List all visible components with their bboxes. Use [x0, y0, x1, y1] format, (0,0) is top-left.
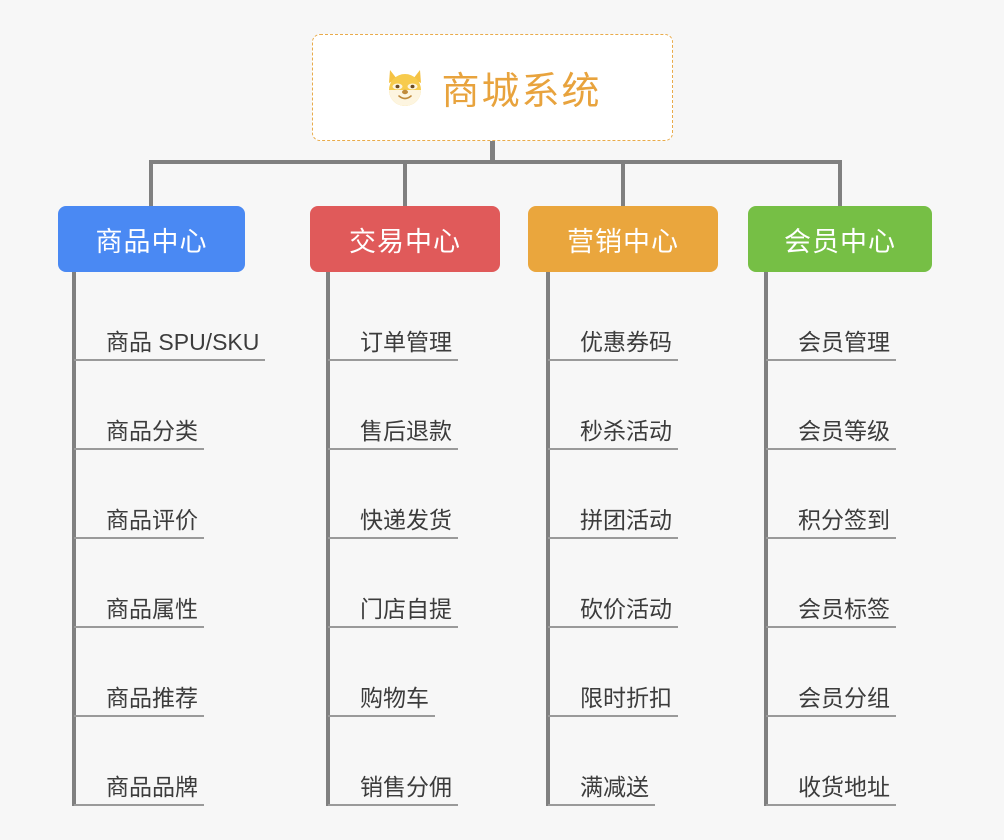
leaf-item[interactable]: 优惠券码: [546, 272, 678, 361]
root-node[interactable]: 商城系统: [312, 34, 673, 141]
category-box-3[interactable]: 会员中心: [748, 206, 932, 272]
leaf-label: 会员管理: [798, 328, 890, 355]
leaf-label: 销售分佣: [360, 773, 452, 800]
leaf-trunk-line: [546, 272, 550, 806]
leaf-underline: [766, 537, 896, 539]
leaf-item[interactable]: 会员分组: [764, 628, 896, 717]
leaf-trunk-line: [326, 272, 330, 806]
leaf-underline: [328, 626, 458, 628]
leaf-item[interactable]: 售后退款: [326, 361, 458, 450]
leaf-label: 砍价活动: [580, 595, 672, 622]
leaf-label: 会员分组: [798, 684, 890, 711]
leaf-label: 售后退款: [360, 417, 452, 444]
category-box-2[interactable]: 营销中心: [528, 206, 718, 272]
leaf-item[interactable]: 快递发货: [326, 450, 458, 539]
leaf-label: 收货地址: [798, 773, 890, 800]
leaf-label: 商品品牌: [106, 773, 198, 800]
category-box-0[interactable]: 商品中心: [58, 206, 245, 272]
leaf-column-2: 优惠券码秒杀活动拼团活动砍价活动限时折扣满减送: [546, 272, 678, 806]
leaf-item[interactable]: 会员管理: [764, 272, 896, 361]
connector-horizontal-bus: [149, 160, 841, 164]
leaf-underline: [548, 715, 678, 717]
leaf-item[interactable]: 订单管理: [326, 272, 458, 361]
leaf-item[interactable]: 购物车: [326, 628, 452, 717]
leaf-underline: [74, 448, 204, 450]
leaf-underline: [328, 359, 458, 361]
leaf-label: 快递发货: [360, 506, 452, 533]
leaf-underline: [74, 359, 265, 361]
leaf-item[interactable]: 限时折扣: [546, 628, 678, 717]
leaf-column-0: 商品 SPU/SKU 商品分类商品评价商品属性商品推荐商品品牌: [72, 272, 265, 806]
leaf-item[interactable]: 商品评价: [72, 450, 259, 539]
leaf-label: 秒杀活动: [580, 417, 672, 444]
leaf-item[interactable]: 商品 SPU/SKU: [72, 272, 265, 361]
shiba-dog-face-icon: [383, 66, 427, 110]
leaf-item[interactable]: 秒杀活动: [546, 361, 678, 450]
leaf-label: 优惠券码: [580, 328, 672, 355]
leaf-underline: [548, 804, 655, 806]
leaf-underline: [74, 626, 204, 628]
leaf-underline: [74, 537, 204, 539]
connector-drop-1: [403, 160, 407, 206]
leaf-item[interactable]: 会员标签: [764, 539, 896, 628]
leaf-underline: [328, 537, 458, 539]
leaf-item[interactable]: 门店自提: [326, 539, 458, 628]
leaf-label: 限时折扣: [580, 684, 672, 711]
leaf-label: 会员等级: [798, 417, 890, 444]
leaf-item[interactable]: 砍价活动: [546, 539, 678, 628]
leaf-trunk-line: [764, 272, 768, 806]
root-title: 商城系统: [441, 71, 602, 113]
leaf-label: 商品评价: [106, 506, 198, 533]
category-label: 交易中心: [349, 226, 461, 257]
leaf-label: 订单管理: [360, 328, 452, 355]
leaf-label: 门店自提: [360, 595, 452, 622]
leaf-label: 会员标签: [798, 595, 890, 622]
leaf-label: 商品 SPU/SKU: [106, 328, 260, 355]
leaf-underline: [766, 715, 896, 717]
leaf-item[interactable]: 商品分类: [72, 361, 259, 450]
connector-drop-0: [149, 160, 153, 206]
leaf-item[interactable]: 积分签到: [764, 450, 896, 539]
leaf-underline: [74, 715, 204, 717]
leaf-underline: [74, 804, 204, 806]
leaf-underline: [766, 804, 896, 806]
leaf-item[interactable]: 销售分佣: [326, 717, 458, 806]
leaf-column-1: 订单管理售后退款快递发货门店自提购物车销售分佣: [326, 272, 458, 806]
leaf-underline: [328, 448, 458, 450]
leaf-item[interactable]: 商品属性: [72, 539, 259, 628]
leaf-label: 购物车: [360, 684, 429, 711]
leaf-label: 商品属性: [106, 595, 198, 622]
leaf-label: 商品推荐: [106, 684, 198, 711]
leaf-label: 积分签到: [798, 506, 890, 533]
leaf-underline: [766, 448, 896, 450]
leaf-label: 拼团活动: [580, 506, 672, 533]
leaf-trunk-line: [72, 272, 76, 806]
category-label: 营销中心: [567, 226, 679, 257]
leaf-item[interactable]: 收货地址: [764, 717, 896, 806]
leaf-underline: [328, 804, 458, 806]
category-label: 商品中心: [95, 226, 208, 257]
leaf-label: 商品分类: [106, 417, 198, 444]
leaf-item[interactable]: 拼团活动: [546, 450, 678, 539]
category-box-1[interactable]: 交易中心: [310, 206, 500, 272]
leaf-underline: [328, 715, 435, 717]
leaf-underline: [766, 626, 896, 628]
leaf-item[interactable]: 满减送: [546, 717, 672, 806]
connector-drop-3: [838, 160, 842, 206]
leaf-column-3: 会员管理会员等级积分签到会员标签会员分组收货地址: [764, 272, 896, 806]
connector-root-stem: [490, 141, 495, 163]
category-label: 会员中心: [784, 226, 896, 257]
leaf-item[interactable]: 商品品牌: [72, 717, 259, 806]
leaf-item[interactable]: 商品推荐: [72, 628, 259, 717]
leaf-underline: [548, 359, 678, 361]
leaf-underline: [766, 359, 896, 361]
leaf-underline: [548, 448, 678, 450]
leaf-underline: [548, 626, 678, 628]
leaf-label: 满减送: [580, 773, 649, 800]
leaf-item[interactable]: 会员等级: [764, 361, 896, 450]
connector-drop-2: [621, 160, 625, 206]
leaf-underline: [548, 537, 678, 539]
